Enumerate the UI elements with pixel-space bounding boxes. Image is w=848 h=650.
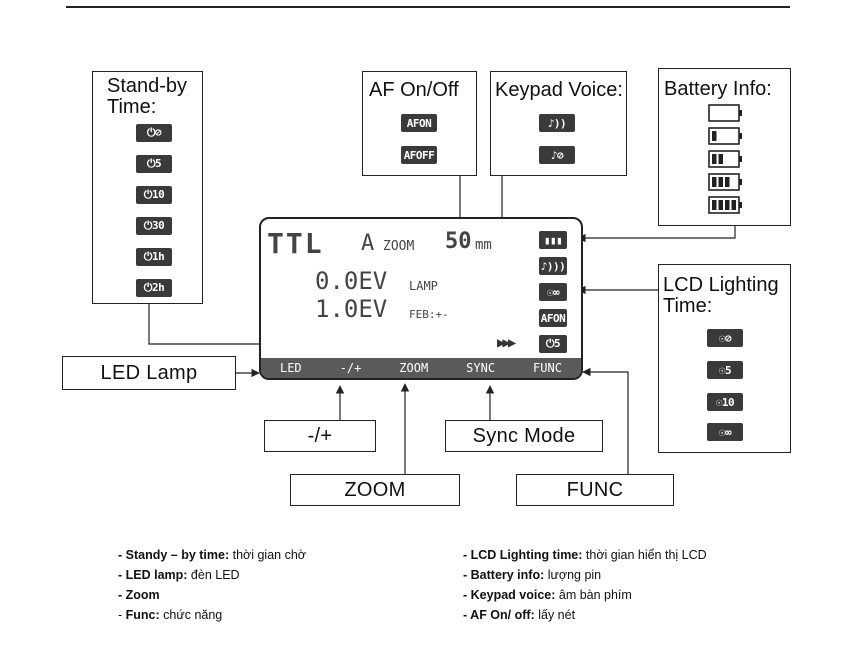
lcd-light-10-icon: ☉10: [707, 393, 743, 411]
lcd-bar-func: FUNC: [533, 361, 562, 375]
lcd-lighting-icon: ☉∞: [539, 283, 567, 301]
lcd-lighting-box: LCD Lighting Time: ☉⊘ ☉5 ☉10 ☉∞: [658, 264, 791, 453]
keypad-voice-title: Keypad Voice:: [495, 79, 623, 101]
lcd-ev2-label: FEB:+-: [409, 308, 449, 321]
note-keypad: - Keypad voice: âm bàn phím: [463, 588, 632, 602]
note-led-lamp: - LED lamp: đèn LED: [118, 568, 240, 582]
standby-time-box: Stand-by Time: ⏻⊘ ⏻5 ⏻10 ⏻30 ⏻1h ⏻2h: [92, 71, 203, 304]
battery-level-3-icon: [708, 173, 742, 191]
lcd-focal-unit: mm: [475, 237, 492, 253]
lcd-light-inf-icon: ☉∞: [707, 423, 743, 441]
battery-levels-graphic: [708, 104, 742, 214]
lcd-focal: 50: [445, 229, 472, 254]
keypad-off-icon: ♪⊘: [539, 146, 575, 164]
lcd-zoom-a: A: [361, 231, 375, 256]
lcd-light-5-icon: ☉5: [707, 361, 743, 379]
standby-time-title: Stand-by Time:: [107, 75, 188, 118]
af-off-icon: AFOFF: [401, 146, 437, 164]
battery-level-2-icon: [708, 150, 742, 168]
af-on-icon: AFON: [401, 114, 437, 132]
lcd-light-off-icon: ☉⊘: [707, 329, 743, 347]
note-battery: - Battery info: lượng pin: [463, 568, 602, 582]
lcd-standby-icon: ⏻5: [539, 335, 567, 353]
lcd-battery-icon: ▮▮▮: [539, 231, 567, 249]
lcd-button-bar: LED -/+ ZOOM SYNC FUNC: [261, 358, 581, 378]
standby-2h-icon: ⏻2h: [136, 279, 172, 297]
battery-info-title: Battery Info:: [664, 78, 772, 100]
plusminus-label: -/+: [264, 420, 376, 452]
battery-info-box: Battery Info:: [658, 68, 791, 226]
sync-mode-label: Sync Mode: [445, 420, 603, 452]
battery-level-0-icon: [708, 104, 742, 122]
lcd-ev1: 0.0EV: [315, 267, 388, 295]
battery-level-1-icon: [708, 127, 742, 145]
lcd-mode: TTL: [267, 227, 324, 260]
lcd-arrows: ▶▶▶: [497, 335, 516, 351]
lcd-bar-sync: SYNC: [466, 361, 496, 375]
lcd-ev2: 1.0EV: [315, 295, 388, 323]
note-func: - Func: chức năng: [118, 608, 223, 622]
standby-30-icon: ⏻30: [136, 217, 172, 235]
standby-10-icon: ⏻10: [136, 186, 172, 204]
af-onoff-title: AF On/Off: [369, 79, 459, 101]
notes-right: - LCD Lighting time: thời gian hiển thị …: [463, 545, 707, 625]
keypad-on-icon: ♪)): [539, 114, 575, 132]
standby-off-icon: ⏻⊘: [136, 124, 172, 142]
standby-5-icon: ⏻5: [136, 155, 172, 173]
lcd-lighting-title: LCD Lighting Time:: [663, 274, 779, 317]
notes-left: - Standy – by time: thời gian chờ - LED …: [118, 545, 306, 625]
lcd-afon-icon: AFON: [539, 309, 567, 327]
lcd-bar-zoom: ZOOM: [399, 361, 429, 375]
note-standby: - Standy – by time: thời gian chờ: [118, 548, 306, 562]
note-af: - AF On/ off: lấy nét: [463, 608, 576, 622]
standby-1h-icon: ⏻1h: [136, 248, 172, 266]
lcd-ev1-label: LAMP: [409, 279, 438, 293]
lcd-zoom-word: ZOOM: [383, 239, 415, 254]
lcd-bar-plusminus: -/+: [339, 361, 362, 375]
note-zoom: - Zoom: [118, 588, 160, 602]
note-lcd-lighting: - LCD Lighting time: thời gian hiển thị …: [463, 548, 707, 562]
zoom-label: ZOOM: [290, 474, 460, 506]
battery-level-4-icon: [708, 196, 742, 214]
lcd-display: TTL A ZOOM 50 mm 0.0EV LAMP 1.0EV FEB:+-…: [259, 217, 583, 380]
func-label: FUNC: [516, 474, 674, 506]
lcd-bar-led: LED: [279, 361, 302, 375]
keypad-voice-box: Keypad Voice: ♪)) ♪⊘: [490, 71, 627, 176]
led-lamp-label: LED Lamp: [62, 356, 236, 390]
af-onoff-box: AF On/Off AFON AFOFF: [362, 71, 477, 176]
top-rule: [66, 6, 790, 8]
lcd-keypad-icon: ♪))): [539, 257, 567, 275]
